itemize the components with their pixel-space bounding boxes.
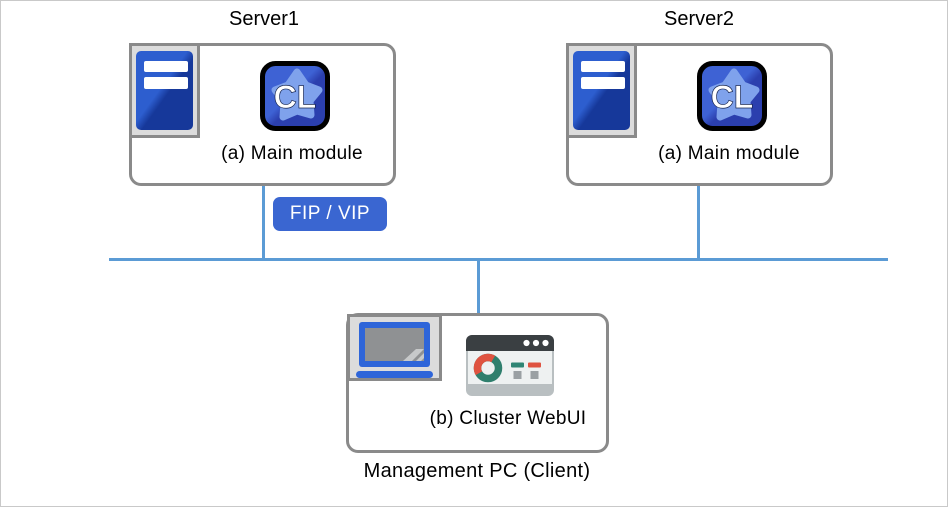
server2-title: Server2 <box>663 8 735 30</box>
laptop-icon <box>347 314 442 381</box>
network-drop-line-server2 <box>697 186 700 260</box>
management-pc-caption: Management PC (Client) <box>363 460 591 482</box>
server1-title: Server1 <box>228 8 300 30</box>
browser-dashboard-icon <box>466 335 554 396</box>
server-tower-icon <box>566 43 637 138</box>
server-tower-icon <box>129 43 200 138</box>
network-drop-line-management-pc <box>477 258 480 315</box>
management-module-label: (b) Cluster WebUI <box>429 408 587 429</box>
server2-module-label: (a) Main module <box>658 143 800 164</box>
network-line-horizontal <box>109 258 888 261</box>
fip-vip-badge: FIP / VIP <box>273 197 387 231</box>
network-drop-line-server1 <box>262 186 265 260</box>
cl-cluster-app-icon <box>697 61 767 131</box>
server1-module-label: (a) Main module <box>221 143 363 164</box>
cl-cluster-app-icon <box>260 61 330 131</box>
